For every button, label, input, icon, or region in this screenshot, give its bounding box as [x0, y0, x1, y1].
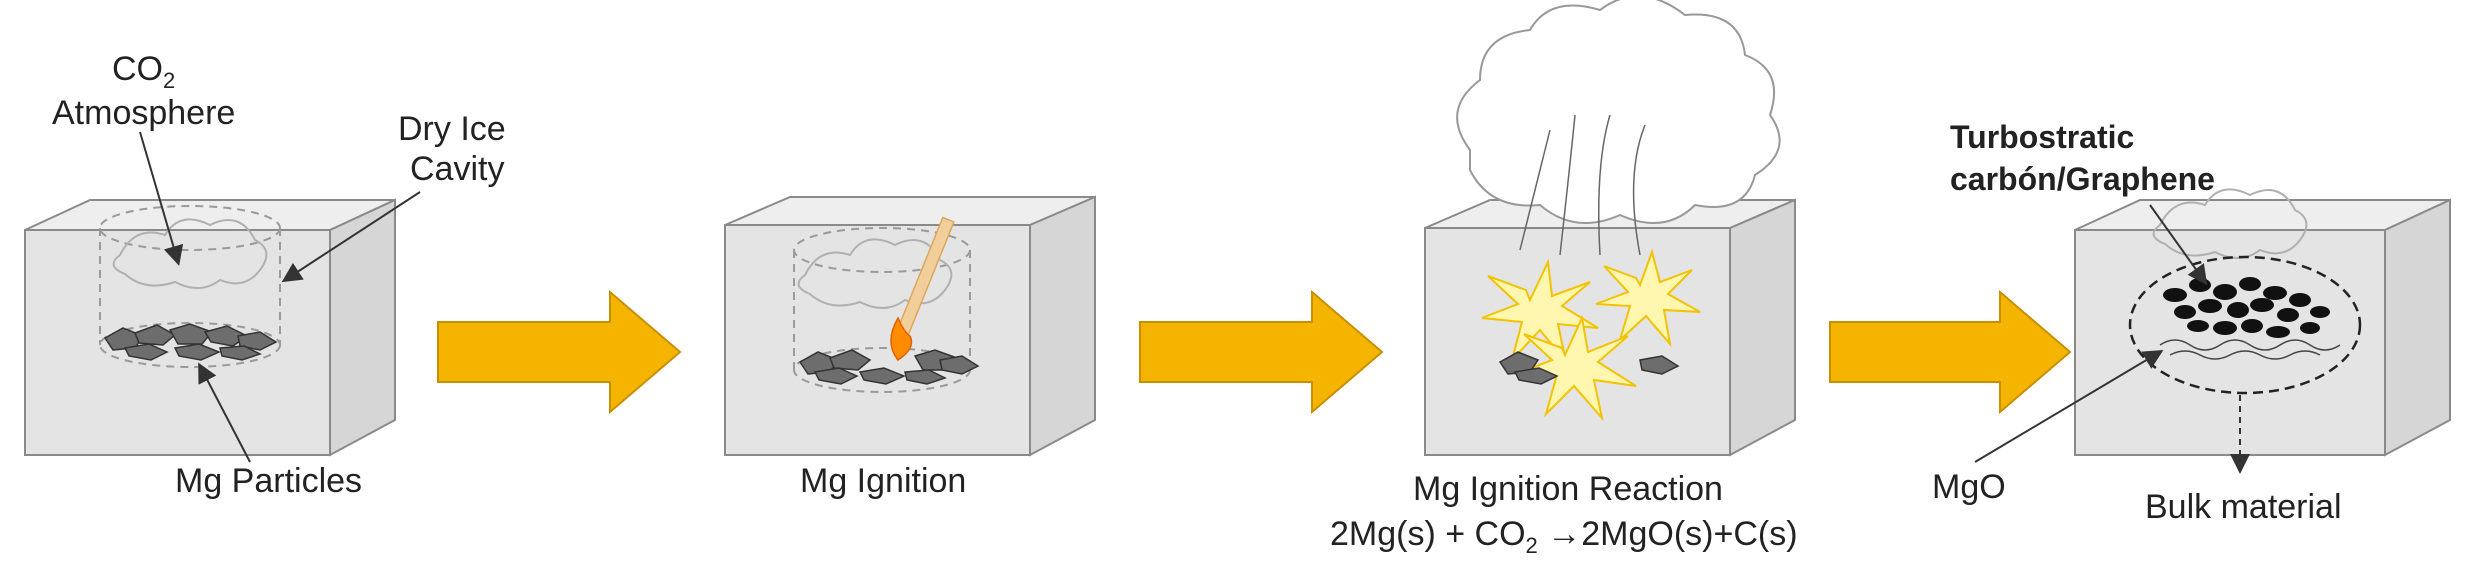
block-front-face	[724, 224, 1031, 456]
atmosphere-label: Atmosphere	[52, 94, 235, 132]
reaction-equation: 2Mg(s) + CO2 →2MgO(s)+C(s)	[1330, 515, 1798, 558]
spark-burst-icon	[1481, 248, 1701, 422]
mg-particles-label: Mg Particles	[175, 462, 362, 500]
process-arrow-2-icon	[1139, 289, 1384, 415]
smoke-cloud-icon	[1456, 0, 1781, 224]
block-side-face	[329, 198, 396, 457]
stage-2-block	[724, 195, 1096, 457]
mg-particles	[1498, 351, 1680, 385]
process-arrow-3-icon	[1829, 289, 2072, 415]
block-side-face	[1729, 198, 1796, 457]
co2-cloud	[112, 218, 268, 289]
mg-pointer-line	[198, 362, 251, 463]
dry-ice-pointer-line	[281, 191, 421, 283]
block-side-face	[2384, 198, 2451, 457]
svg-text:CO2: CO2	[112, 50, 175, 93]
smoke-trails	[1519, 114, 1646, 256]
carbon-pointer-line	[2149, 204, 2208, 286]
mg-particles	[103, 323, 278, 361]
bulk-material-outline	[2128, 255, 2362, 395]
equation-subscript: 2	[1526, 533, 1538, 558]
equation-part1: 2Mg(s) + CO	[1330, 515, 1526, 553]
stage-1-block	[24, 198, 396, 457]
stage-4-block	[2074, 188, 2451, 457]
stage-1-labels: CO2 Atmosphere Dry Ice Cavity Mg Particl…	[52, 50, 506, 500]
process-arrow-1-icon	[437, 289, 682, 415]
block-front-face	[2074, 229, 2386, 456]
co2-cloud	[2152, 188, 2308, 259]
mgo-pointer-line	[1974, 349, 2164, 463]
turbostratic-label-line1: Turbostratic	[1950, 119, 2134, 155]
block-side-face	[1029, 195, 1096, 457]
co2-label: CO	[112, 50, 163, 88]
co2-cloud	[797, 238, 953, 309]
dry-ice-label-line2: Cavity	[410, 150, 504, 188]
carbon-graphene-flakes	[2163, 277, 2330, 338]
mgo-layer	[2159, 339, 2341, 360]
stage-3-block	[1424, 0, 1796, 457]
co2-subscript: 2	[163, 68, 175, 93]
reaction-title-label: Mg Ignition Reaction	[1413, 470, 1723, 508]
dry-ice-cavity	[99, 205, 281, 368]
equation-part2: →2MgO(s)+C(s)	[1538, 515, 1798, 553]
co2-pointer-line	[139, 131, 184, 266]
flame-icon	[890, 316, 913, 362]
turbostratic-label-line2: carbón/Graphene	[1950, 161, 2215, 197]
mg-particles	[798, 349, 980, 385]
bulk-material-label: Bulk material	[2145, 488, 2342, 526]
mgo-label: MgO	[1932, 468, 2006, 506]
mg-ignition-label: Mg Ignition	[800, 462, 966, 500]
dry-ice-label-line1: Dry Ice	[398, 110, 506, 148]
